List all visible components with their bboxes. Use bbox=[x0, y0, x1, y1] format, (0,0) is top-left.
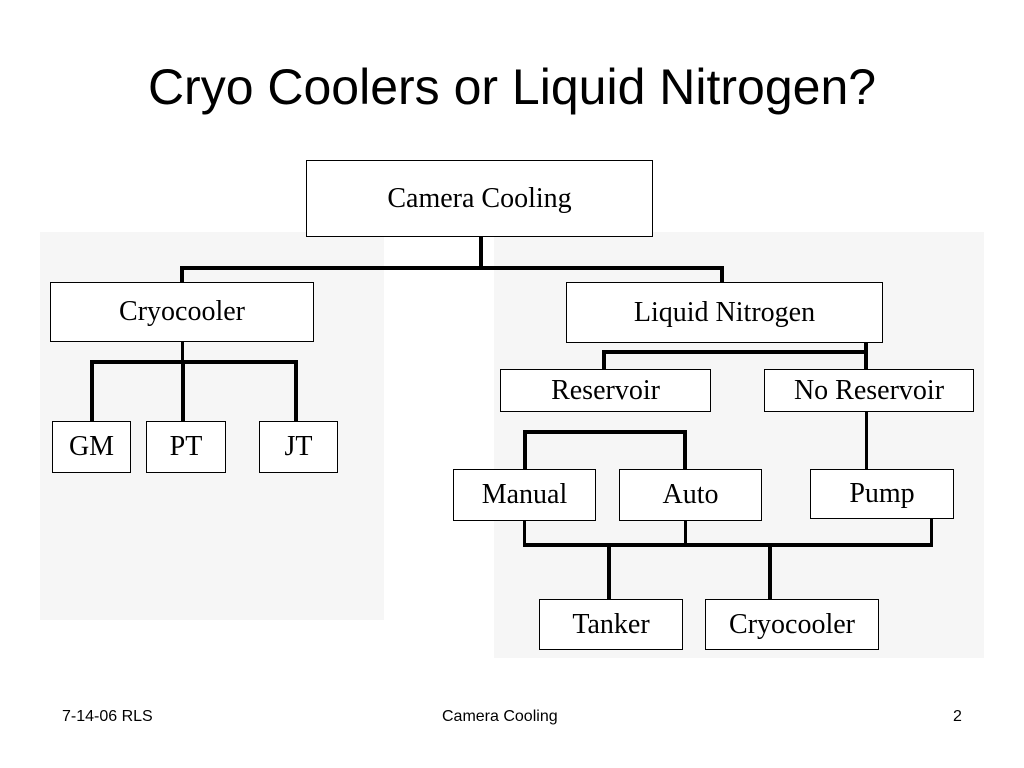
connector-line bbox=[90, 360, 94, 422]
connector-line bbox=[683, 430, 687, 470]
node-tanker: Tanker bbox=[539, 599, 683, 650]
node-gm: GM bbox=[52, 421, 131, 473]
node-liquid-nitrogen: Liquid Nitrogen bbox=[566, 282, 883, 343]
connector-line bbox=[523, 430, 687, 434]
connector-line bbox=[607, 543, 611, 600]
connector-line bbox=[523, 543, 933, 547]
footer-page-number: 2 bbox=[953, 708, 962, 725]
footer-date-author: 7-14-06 RLS bbox=[62, 708, 153, 725]
node-camera-cooling: Camera Cooling bbox=[306, 160, 653, 237]
connector-line bbox=[523, 430, 527, 470]
connector-line bbox=[864, 343, 868, 370]
node-reservoir: Reservoir bbox=[500, 369, 711, 412]
node-jt: JT bbox=[259, 421, 338, 473]
node-pt: PT bbox=[146, 421, 226, 473]
connector-line bbox=[523, 520, 526, 546]
connector-line bbox=[180, 266, 184, 284]
connector-line bbox=[181, 360, 185, 422]
node-supply-cryocooler: Cryocooler bbox=[705, 599, 879, 650]
node-manual: Manual bbox=[453, 469, 596, 521]
connector-line bbox=[865, 411, 868, 470]
node-no-reservoir: No Reservoir bbox=[764, 369, 974, 412]
connector-line bbox=[684, 520, 687, 546]
connector-line bbox=[602, 350, 868, 354]
node-cryocooler: Cryocooler bbox=[50, 282, 314, 342]
connector-line bbox=[181, 341, 184, 363]
connector-line bbox=[90, 360, 298, 364]
node-auto: Auto bbox=[619, 469, 762, 521]
slide-title: Cryo Coolers or Liquid Nitrogen? bbox=[147, 59, 877, 115]
footer-title: Camera Cooling bbox=[442, 708, 558, 725]
connector-line bbox=[602, 350, 606, 370]
connector-line bbox=[720, 266, 724, 284]
node-pump: Pump bbox=[810, 469, 954, 519]
connector-line bbox=[294, 360, 298, 422]
connector-line bbox=[768, 543, 772, 600]
connector-line bbox=[180, 266, 724, 270]
connector-line bbox=[930, 518, 933, 547]
connector-line bbox=[479, 236, 483, 268]
